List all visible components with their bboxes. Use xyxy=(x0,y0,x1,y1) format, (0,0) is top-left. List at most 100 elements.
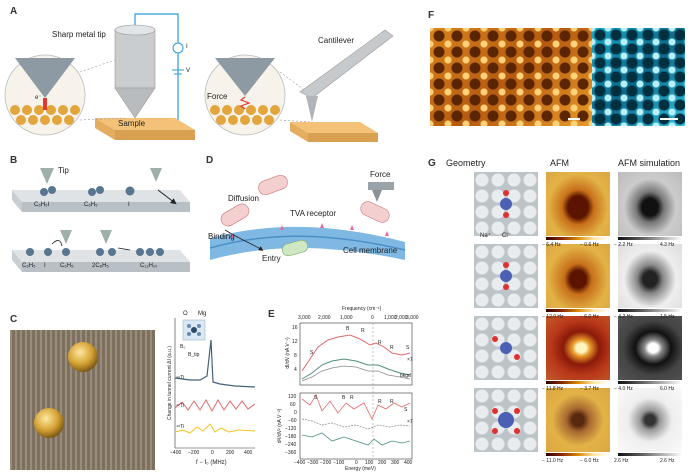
virus-entry-schematic xyxy=(209,174,406,260)
atom-red xyxy=(503,262,509,268)
y1-tick: 8 xyxy=(294,353,297,359)
afm-image-blue xyxy=(592,28,685,126)
atom-red xyxy=(492,428,498,434)
voltage-label: V xyxy=(186,68,191,74)
molecule-center xyxy=(498,412,514,428)
panel-label: G xyxy=(428,158,436,169)
stm-afm-schematic xyxy=(4,13,394,142)
y2-tick: 60 xyxy=(290,402,296,408)
column-header: AFM simulation xyxy=(618,158,681,168)
afm-tile xyxy=(546,244,610,308)
peak-label: R xyxy=(350,395,354,401)
panel-label: B xyxy=(10,155,18,166)
molecule-label: 2C₆H₅ xyxy=(92,263,109,269)
panel-c: C O Mg B₀ B_tip ⁴⁹Ti ⁴⁷Ti ⁴⁸Ti Change in… xyxy=(0,300,260,473)
panel-label: A xyxy=(10,6,18,17)
atom-red xyxy=(492,408,498,414)
afm-range-min: − 11.0 Hz xyxy=(542,458,564,464)
geometry-tile xyxy=(474,244,538,308)
atom-bright xyxy=(34,408,64,438)
force-label: Force xyxy=(207,92,228,101)
peak-label: B xyxy=(342,395,346,401)
current-label: I xyxy=(186,44,188,50)
atom-red xyxy=(514,408,520,414)
b-label: B₀ xyxy=(180,344,186,350)
atom-red xyxy=(492,336,498,342)
scale-bar xyxy=(660,118,678,120)
atom-red xyxy=(514,354,520,360)
colorbar xyxy=(546,381,610,384)
y2-tick: −360 xyxy=(285,450,297,456)
tip-label: Tip xyxy=(58,166,69,175)
y1-axis-label: dI/dV (nA V⁻¹) xyxy=(285,337,291,369)
atom-red xyxy=(503,212,509,218)
geometry-tile xyxy=(474,388,538,452)
electron-label: e⁻ xyxy=(35,95,42,101)
panel-label: F xyxy=(428,10,435,21)
peak-label: R xyxy=(390,399,394,405)
receptor-label: TVA receptor xyxy=(290,209,337,218)
top-tick: 3,000 xyxy=(298,315,311,321)
panel-g: G Geometry AFM AFM simulation Na⁺ Cl⁻ xyxy=(420,150,693,473)
atom-bright xyxy=(68,342,98,372)
y1-tick: 16 xyxy=(292,325,298,331)
afm-range-min: − 6.4 Hz xyxy=(542,242,561,248)
molecule-label: C₆H₅ xyxy=(60,263,74,269)
afm-tile xyxy=(546,316,610,380)
peak-label: S xyxy=(406,345,410,351)
membrane-label: Cell membrane xyxy=(343,246,398,255)
x-axis-label: f − f₀ (MHz) xyxy=(196,460,227,466)
y1-tick: 12 xyxy=(292,339,298,345)
top-tick: 1,000 xyxy=(340,315,353,321)
afm-image-orange xyxy=(430,28,592,126)
molecule-center xyxy=(500,342,512,354)
x-axis-label: Energy (meV) xyxy=(345,466,376,472)
molecule-manipulation-schematic xyxy=(12,168,190,272)
sim-range-min: − 4.2 Hz xyxy=(614,314,633,320)
b-label: B_tip xyxy=(188,352,200,358)
x-tick: 0 xyxy=(355,460,358,466)
x-tick: 400 xyxy=(244,450,253,456)
series-label: ⁴⁸Ti xyxy=(176,424,185,430)
x-tick: −200 xyxy=(320,460,332,466)
y2-tick: −60 xyxy=(288,418,297,424)
x-tick: −300 xyxy=(307,460,319,466)
series-label: ⁴⁹Ti xyxy=(176,375,185,381)
x-tick: 0 xyxy=(211,450,214,456)
sim-range-max: 4.3 Hz xyxy=(660,242,675,248)
molecule-center xyxy=(500,270,512,282)
x-tick: 400 xyxy=(404,460,413,466)
colorbar xyxy=(618,453,682,456)
entry-label: Entry xyxy=(262,254,281,263)
x-tick: −200 xyxy=(188,450,200,456)
x-tick: −400 xyxy=(170,450,182,456)
sim-tile xyxy=(618,244,682,308)
sim-tile xyxy=(618,316,682,380)
panel-label: D xyxy=(206,155,214,166)
peak-label: B xyxy=(346,326,350,332)
y2-tick: −180 xyxy=(285,434,297,440)
afm-range-min: − 11.8 Hz xyxy=(542,386,564,392)
sim-tile xyxy=(618,172,682,236)
atom-red xyxy=(503,284,509,290)
binding-label: Binding xyxy=(208,232,235,241)
peak-label: R xyxy=(390,345,394,351)
sim-range-min: 2.6 Hz xyxy=(614,458,629,464)
top-tick: 3,000 xyxy=(406,315,419,321)
afm-range-max: − 6.0 Hz xyxy=(580,314,599,320)
x-tick: 200 xyxy=(378,460,387,466)
x-tick: 300 xyxy=(391,460,400,466)
colorbar xyxy=(546,237,610,240)
y2-tick: 0 xyxy=(294,410,297,416)
column-header: Geometry xyxy=(446,158,486,168)
scale-bar xyxy=(568,118,580,120)
y2-tick: −240 xyxy=(285,442,297,448)
y2-tick: −120 xyxy=(285,426,297,432)
ion-label: Na⁺ xyxy=(480,233,491,239)
y2-tick: 120 xyxy=(288,394,297,400)
afm-range-max: − 6.0 Hz xyxy=(580,458,599,464)
afm-range-max: − 0.6 Hz xyxy=(580,242,599,248)
y2-axis-label: d²I/dV² (nA V⁻²) xyxy=(277,408,283,444)
atom-red xyxy=(514,428,520,434)
colorbar xyxy=(546,309,610,312)
